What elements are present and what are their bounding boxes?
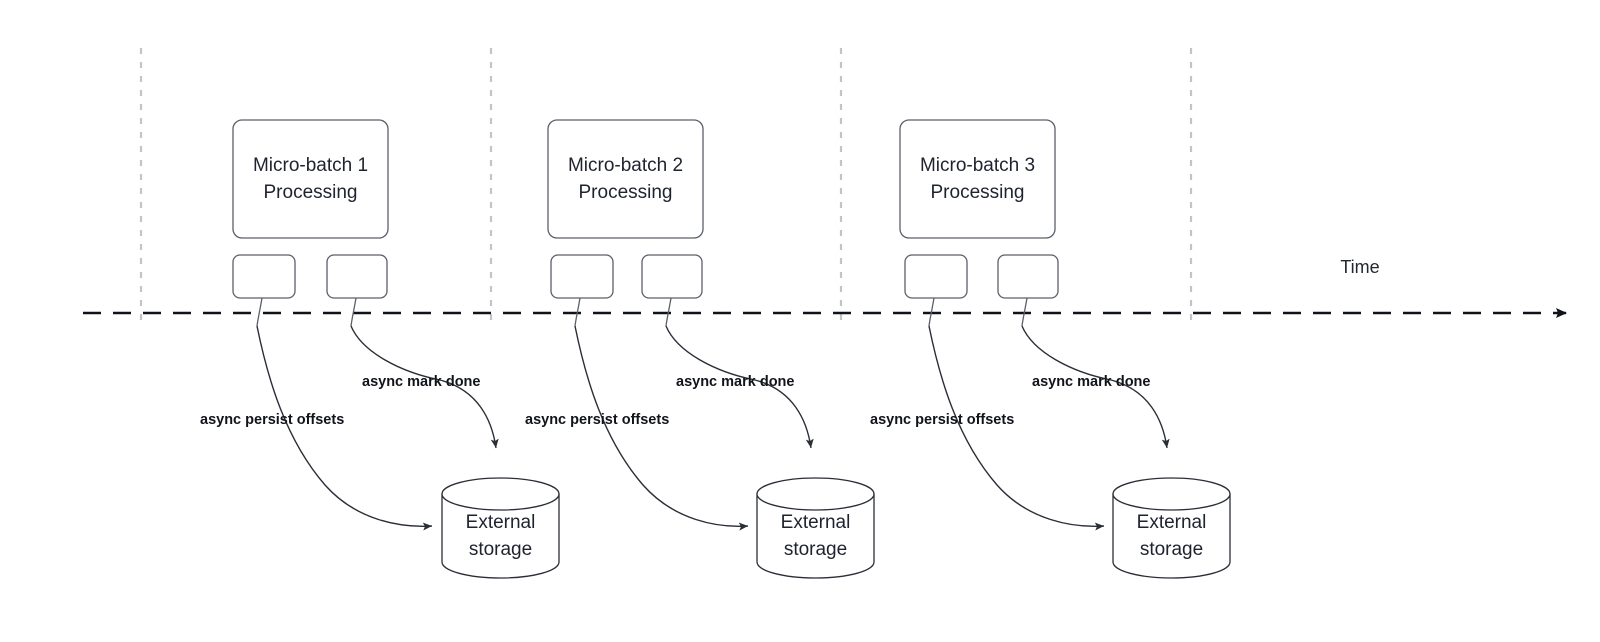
external-storage-1-label-line2: storage [469, 539, 532, 560]
time-axis-label: Time [1340, 257, 1379, 277]
edge-label-persist-offsets-3: async persist offsets [870, 412, 1014, 428]
edge-label-mark-done-2: async mark done [676, 374, 794, 390]
edge-label-mark-done-3: async mark done [1032, 374, 1150, 390]
microbatch-box-2-label-line1: Micro-batch 2 [568, 155, 683, 176]
edge-label-persist-offsets-2: async persist offsets [525, 412, 669, 428]
boundary-lines [139, 48, 1193, 320]
arrow-persist-offsets-1 [256, 325, 433, 531]
arrow-persist-offsets-2 [574, 325, 749, 531]
task-box-1b-stem [350, 297, 357, 327]
edge-label-mark-done-1: async mark done [362, 374, 480, 390]
task-box-3a-stem [928, 297, 935, 327]
task-box-2b-stem [665, 297, 672, 327]
microbatch-box-3-label-line2: Processing [931, 182, 1025, 203]
external-storage-3-label-line1: External [1137, 512, 1207, 533]
task-box-1a-stem [256, 297, 263, 327]
task-box-3a[interactable] [904, 254, 968, 299]
external-storage-2-label-line1: External [781, 512, 851, 533]
external-storage-3-label-line2: storage [1140, 539, 1203, 560]
group-1: Micro-batch 1 Processing async persist o… [200, 119, 560, 579]
external-storage-2-top [756, 477, 875, 511]
microbatch-box-3-label-line1: Micro-batch 3 [920, 155, 1035, 176]
arrow-mark-done-3 [1021, 325, 1170, 449]
external-storage-3-top [1112, 477, 1231, 511]
task-box-3b[interactable] [997, 254, 1059, 299]
arrow-mark-done-1 [350, 325, 499, 449]
arrow-persist-offsets-3 [928, 325, 1105, 531]
external-storage-2[interactable]: External storage [756, 477, 875, 579]
microbatch-box-2[interactable] [547, 119, 704, 239]
group-3: Micro-batch 3 Processing async persist o… [870, 119, 1231, 579]
group-2: Micro-batch 2 Processing async persist o… [525, 119, 875, 579]
task-box-2a[interactable] [550, 254, 614, 299]
task-box-1b[interactable] [326, 254, 388, 299]
edge-label-persist-offsets-1: async persist offsets [200, 412, 344, 428]
external-storage-2-body [756, 493, 875, 579]
external-storage-3-body [1112, 493, 1231, 579]
microbatch-box-3[interactable] [899, 119, 1056, 239]
task-box-3b-stem [1021, 297, 1028, 327]
external-storage-1[interactable]: External storage [441, 477, 560, 579]
external-storage-1-top [441, 477, 560, 511]
external-storage-1-label-line1: External [466, 512, 536, 533]
arrow-mark-done-2 [665, 325, 814, 449]
task-box-2a-stem [574, 297, 581, 327]
microbatch-box-1-label-line1: Micro-batch 1 [253, 155, 368, 176]
external-storage-1-body [441, 493, 560, 579]
external-storage-2-label-line2: storage [784, 539, 847, 560]
external-storage-3[interactable]: External storage [1112, 477, 1231, 579]
task-box-2b[interactable] [641, 254, 703, 299]
microbatch-box-2-label-line2: Processing [579, 182, 673, 203]
microbatch-box-1-label-line2: Processing [264, 182, 358, 203]
task-box-1a[interactable] [232, 254, 296, 299]
microbatch-box-1[interactable] [232, 119, 389, 239]
